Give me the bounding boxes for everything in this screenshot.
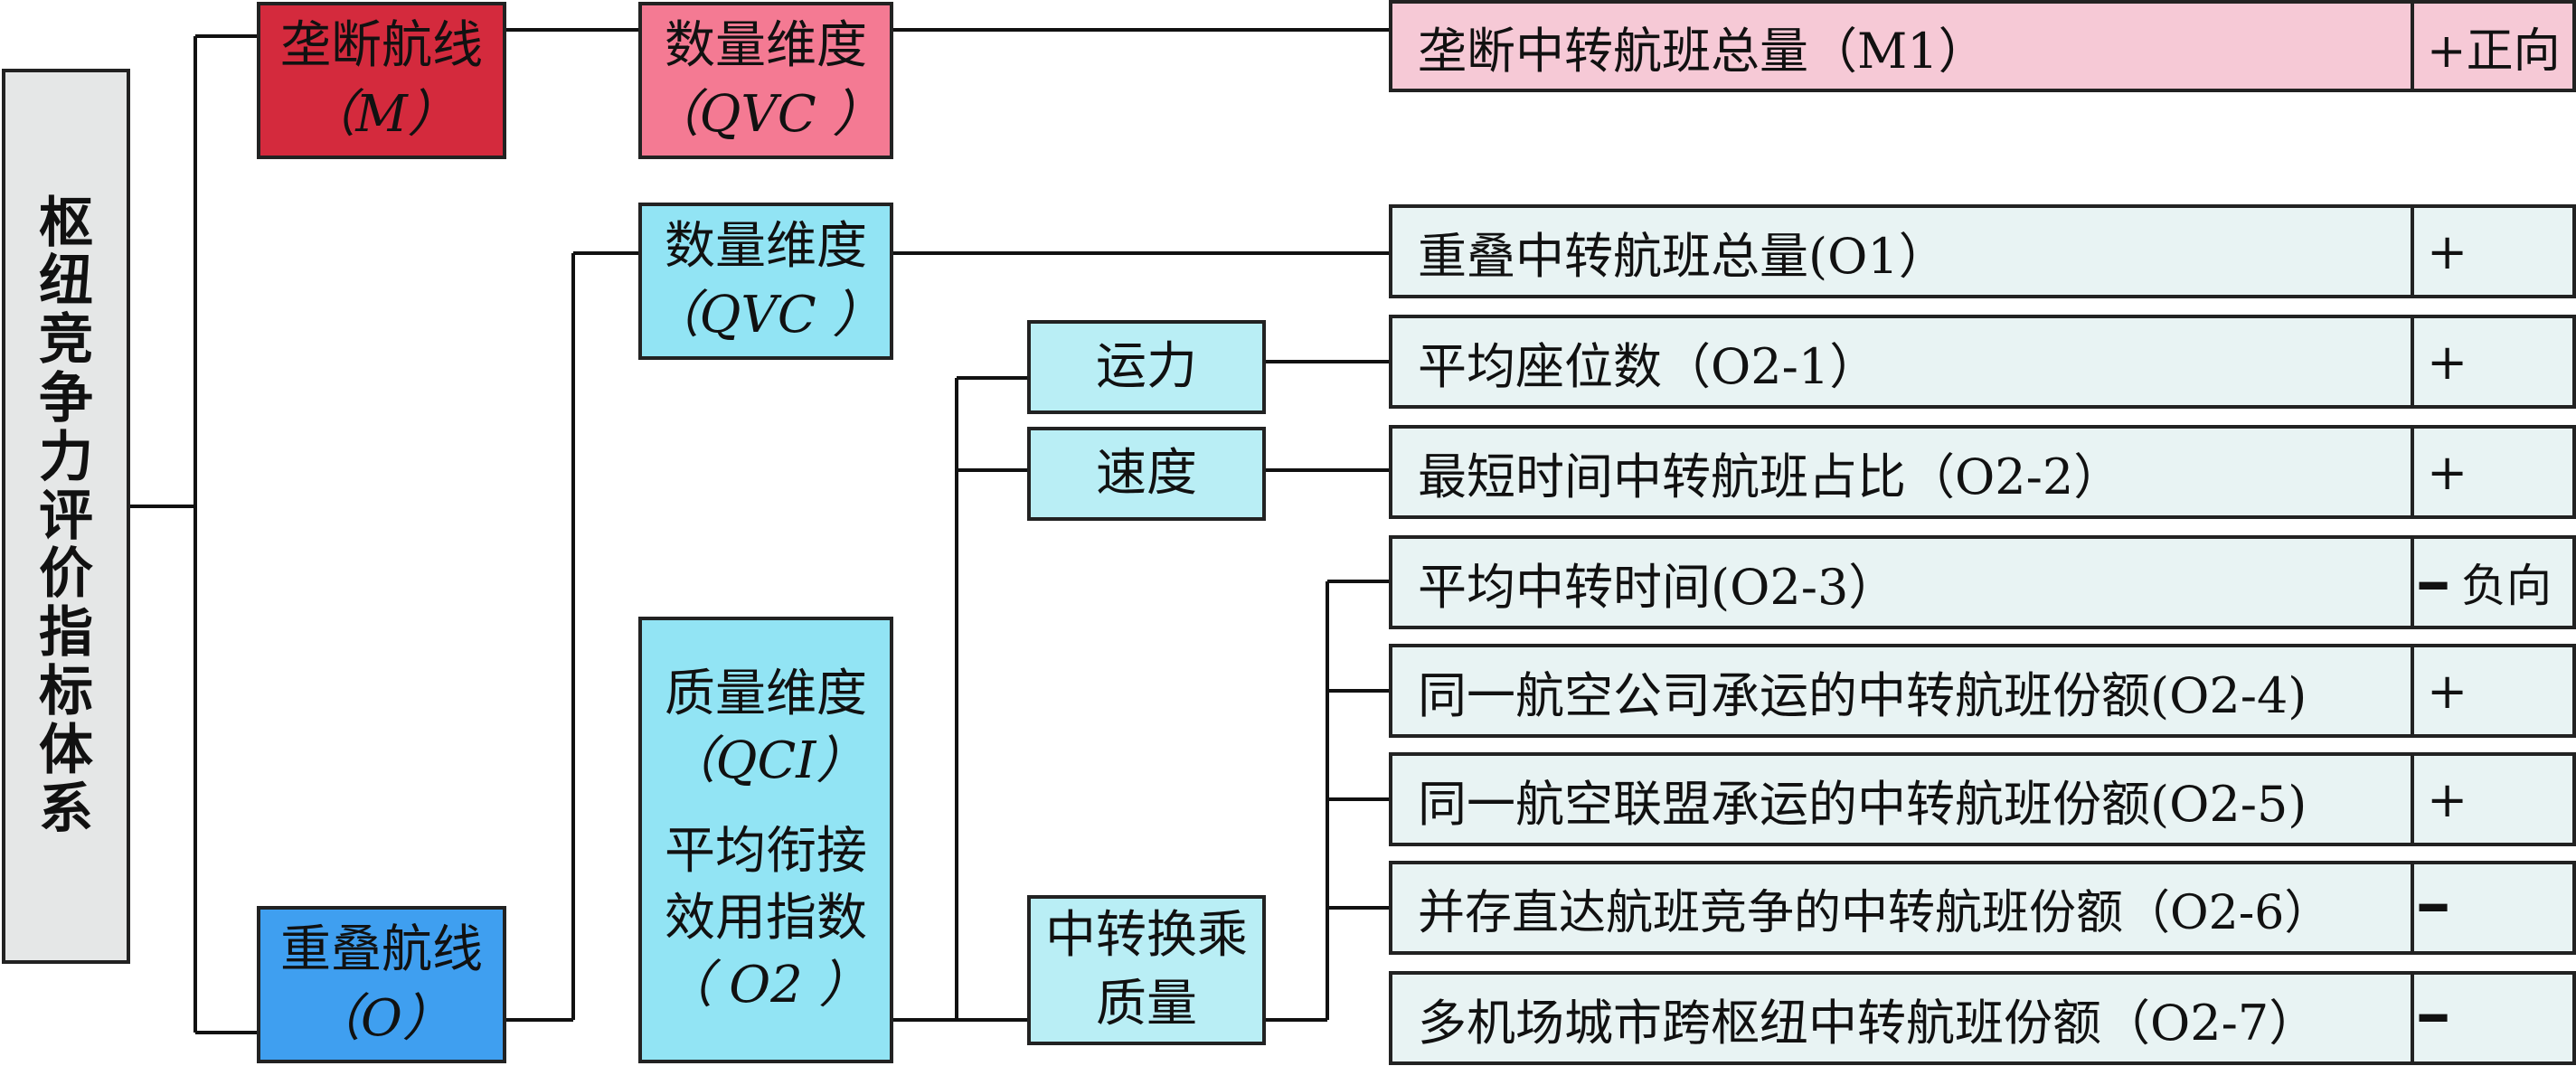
indicator-row-m1: 垄断中转航班总量（M1） — [1389, 0, 2576, 92]
indicator-sign-o2-1: + — [2411, 315, 2576, 409]
indicator-text: 多机场城市跨枢纽中转航班份额（O2-7） — [1418, 994, 2318, 1052]
root-char: 竞 — [39, 308, 93, 373]
indicator-row-o2-7: 多机场城市跨枢纽中转航班份额（O2-7） — [1389, 971, 2576, 1065]
indicator-text: 同一航空公司承运的中转航班份额(O2-4) — [1418, 666, 2307, 724]
indicator-sign-o1: + — [2411, 204, 2576, 298]
indicator-sign: ━ — [2420, 882, 2448, 934]
root-char: 争 — [39, 367, 93, 430]
monopoly-routes-node: 垄断航线 （M） — [257, 2, 506, 159]
speed-node: 速度 — [1027, 427, 1266, 521]
qci-title: 质量维度 — [665, 665, 867, 724]
indicator-sign-o2-4: + — [2411, 644, 2576, 738]
indicator-sign: + — [2427, 333, 2468, 391]
indicator-row-o2-5: 同一航空联盟承运的中转航班份额(O2-5) — [1389, 752, 2576, 846]
transfer-title: 中转换乘 — [1045, 906, 1248, 966]
overlap-routes-node: 重叠航线 （O） — [257, 906, 506, 1063]
indicator-sign: + — [2427, 770, 2468, 828]
qci-index-code: （ O2 ） — [662, 955, 870, 1014]
indicator-row-o2-2: 最短时间中转航班占比（O2-2） — [1389, 425, 2576, 519]
transfer-title-2: 质量 — [1096, 975, 1197, 1033]
indicator-sign: + — [2427, 443, 2468, 501]
quantity-dimension-o-node: 数量维度 （QVC ） — [638, 203, 893, 360]
root-char: 标 — [39, 659, 93, 723]
indicator-text: 垄断中转航班总量（M1） — [1418, 22, 1987, 80]
indicator-sign: ━ 负向 — [2420, 560, 2552, 612]
quality-dimension-node: 质量维度 （QCI） 平均衔接 效用指数 （ O2 ） — [638, 617, 893, 1063]
qci-code: （QCI） — [665, 731, 867, 791]
indicator-text: 平均中转时间(O2-3） — [1418, 558, 1898, 616]
quantity-dimension-m-node: 数量维度 （QVC ） — [638, 2, 893, 159]
overlap-title: 重叠航线 — [280, 920, 483, 980]
qvc-o-title: 数量维度 — [665, 217, 867, 277]
indicator-sign: +正向 — [2427, 24, 2561, 79]
capacity-label: 运力 — [1096, 337, 1197, 397]
indicator-sign-o2-2: + — [2411, 425, 2576, 519]
root-char: 体 — [39, 718, 93, 782]
indicator-row-o2-1: 平均座位数（O2-1） — [1389, 315, 2576, 409]
indicator-sign-o2-5: + — [2411, 752, 2576, 846]
indicator-sign: + — [2427, 222, 2468, 280]
indicator-text: 平均座位数（O2-1） — [1418, 337, 1879, 395]
qvc-m-title: 数量维度 — [665, 16, 867, 76]
indicator-text: 重叠中转航班总量(O1） — [1418, 227, 1948, 285]
indicator-row-o2-4: 同一航空公司承运的中转航班份额(O2-4) — [1389, 644, 2576, 738]
monopoly-title: 垄断航线 — [280, 16, 483, 76]
indicator-sign-o2-6: ━ — [2411, 861, 2576, 955]
overlap-code: （O） — [310, 989, 453, 1048]
indicator-sign-o2-7: ━ — [2411, 971, 2576, 1065]
root-char: 力 — [39, 425, 93, 489]
capacity-node: 运力 — [1027, 320, 1266, 414]
indicator-sign-m1: +正向 — [2411, 0, 2576, 92]
root-char: 价 — [39, 542, 93, 607]
indicator-row-o2-3: 平均中转时间(O2-3） — [1389, 535, 2576, 629]
indicator-text: 同一航空联盟承运的中转航班份额(O2-5) — [1418, 775, 2307, 833]
root-char: 评 — [39, 484, 93, 548]
indicator-sign: ━ — [2420, 992, 2448, 1044]
root-char: 系 — [39, 777, 93, 841]
indicator-text: 并存直达航班竞争的中转航班份额（O2-6） — [1418, 885, 2332, 940]
qci-index-line1: 平均衔接 — [665, 822, 867, 882]
monopoly-code: （M） — [305, 85, 458, 144]
qvc-m-code: （QVC ） — [648, 85, 883, 144]
indicator-row-o1: 重叠中转航班总量(O1） — [1389, 204, 2576, 298]
indicator-sign-o2-3: ━ 负向 — [2411, 535, 2576, 629]
root-node: 枢 纽 竞 争 力 评 价 指 标 体 系 — [2, 69, 130, 964]
indicator-sign: + — [2427, 662, 2468, 720]
indicator-text: 最短时间中转航班占比（O2-2） — [1418, 448, 2123, 505]
root-char: 枢 — [39, 191, 93, 255]
qvc-o-code: （QVC ） — [648, 286, 883, 344]
qci-index-line2: 效用指数 — [665, 888, 867, 948]
speed-label: 速度 — [1096, 444, 1197, 504]
transfer-quality-node: 中转换乘 质量 — [1027, 895, 1266, 1045]
root-char: 纽 — [39, 250, 93, 314]
root-char: 指 — [39, 601, 93, 665]
indicator-row-o2-6: 并存直达航班竞争的中转航班份额（O2-6） — [1389, 861, 2576, 955]
